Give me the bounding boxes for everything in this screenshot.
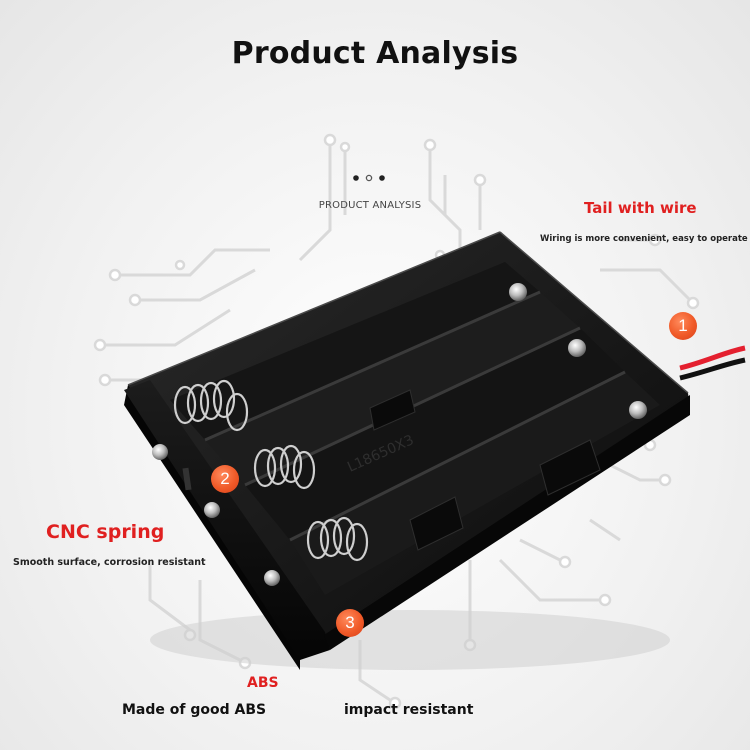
feature-title-cnc-spring: CNC spring <box>46 521 165 543</box>
feature-desc-abs-impact: impact resistant <box>344 702 474 718</box>
feature-title-tail-with-wire: Tail with wire <box>584 199 697 217</box>
page-title: Product Analysis <box>231 36 519 71</box>
feature-desc-abs-material: Made of good ABS <box>122 702 267 718</box>
section-subtitle: PRODUCT ANALYSIS <box>318 200 422 211</box>
feature-desc-tail-with-wire: Wiring is more convenient, easy to opera… <box>540 234 748 244</box>
feature-badge-1: 1 <box>669 312 697 340</box>
feature-badge-2: 2 <box>211 465 239 493</box>
feature-desc-cnc-spring: Smooth surface, corrosion resistant <box>13 557 206 568</box>
feature-badge-3: 3 <box>336 609 364 637</box>
dots-icon <box>353 174 385 182</box>
feature-title-abs: ABS <box>247 675 279 691</box>
